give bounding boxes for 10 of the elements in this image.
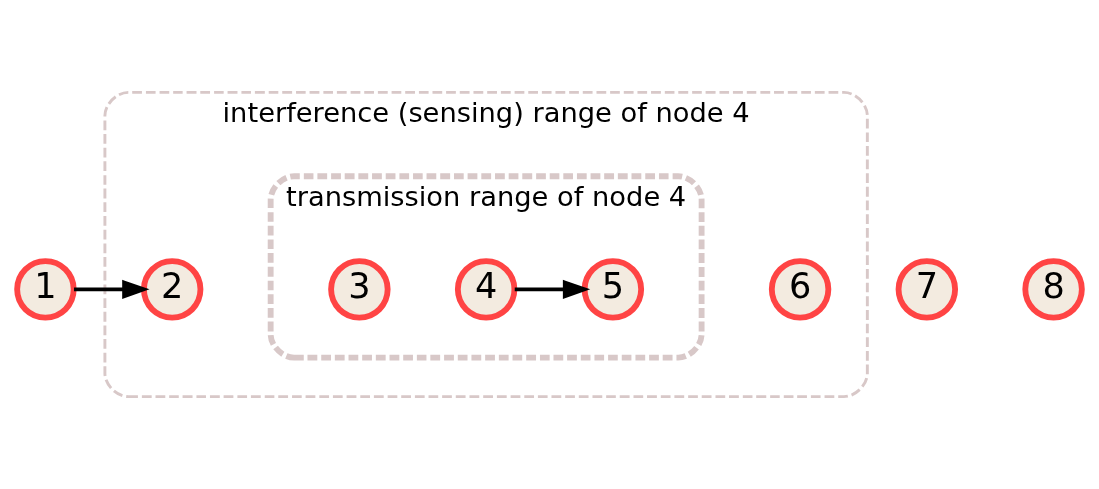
arrow <box>514 279 591 299</box>
node-circle: 1 <box>14 258 77 321</box>
node-circle: 7 <box>895 258 959 321</box>
node-circle: 4 <box>454 258 518 321</box>
node-circle: 3 <box>328 258 391 321</box>
node-circle: 6 <box>768 258 832 321</box>
node-circle: 2 <box>140 258 204 321</box>
node-circle: 5 <box>581 258 645 321</box>
node-circle: 8 <box>1022 258 1085 321</box>
arrow <box>74 279 150 299</box>
